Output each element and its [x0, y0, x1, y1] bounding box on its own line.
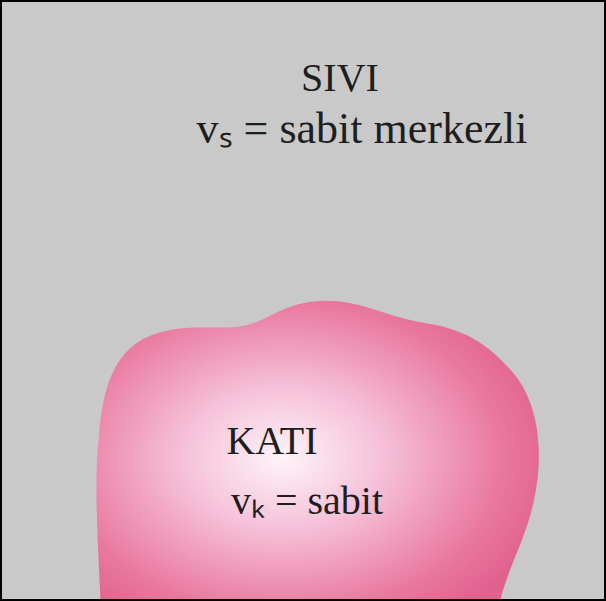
text-holder: vₛ = sabit merkezli: [197, 105, 528, 153]
solid-blob: KATI vₖ = sabit: [95, 295, 545, 601]
solid-blob-shape: [96, 301, 539, 601]
phase-name: KATI: [226, 419, 317, 463]
property-note: vₛ = sabit merkezli: [197, 105, 528, 153]
solid-blob-outline: [95, 295, 545, 601]
phase-name: SIVI: [301, 56, 379, 100]
text-holder: vₖ = sabit: [231, 479, 383, 523]
text-holder: SIVI: [301, 56, 379, 100]
text-holder: KATI: [226, 419, 317, 463]
property-note: vₖ = sabit: [231, 479, 383, 523]
